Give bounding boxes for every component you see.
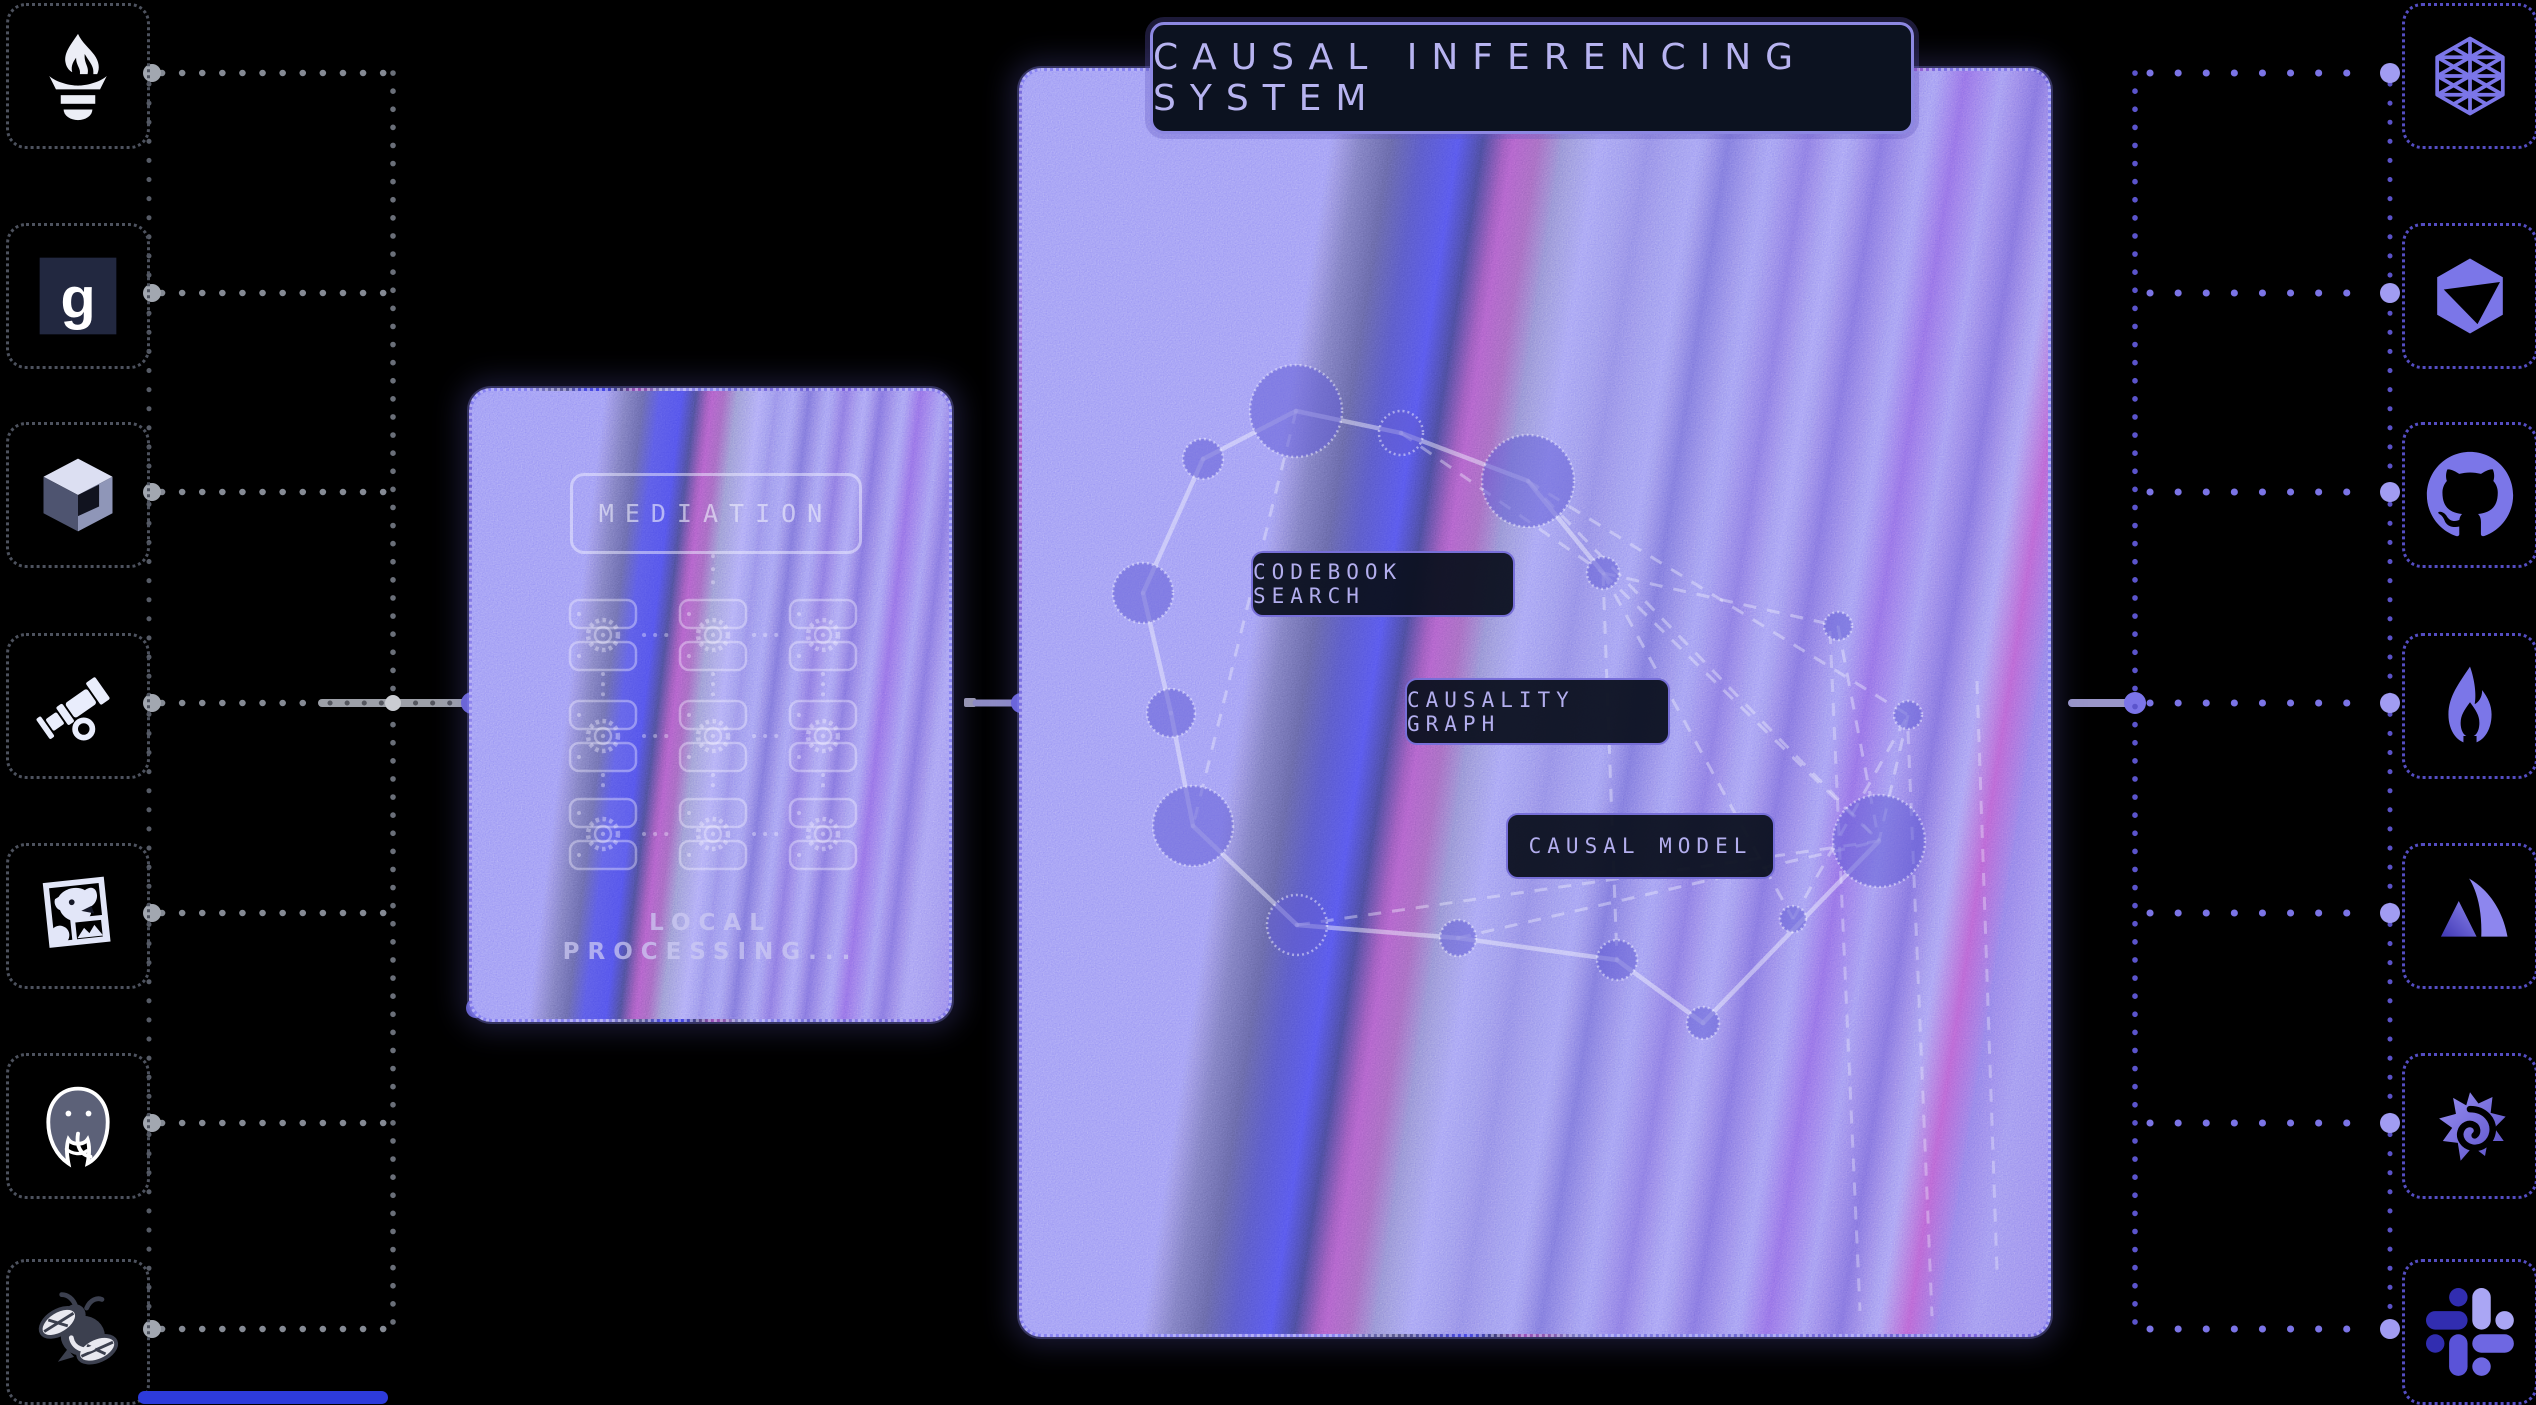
bee-icon [32,1286,124,1378]
atlassian-icon [2425,871,2515,961]
codebook-search-label: CODEBOOK SEARCH [1251,551,1515,617]
hex-mesh-icon [2425,31,2515,121]
letter-g-tile: g [6,223,150,369]
slack-tile [2402,1259,2536,1405]
causal-model-label: CAUSAL MODEL [1506,813,1775,879]
caption-line-2: PROCESSING... [562,939,859,965]
mediation-panel: MEDIATION LOCAL PROCESSING... [469,388,952,1022]
cube-prism-icon [2425,251,2515,341]
svg-text:g: g [60,267,95,331]
datadog-tile [6,843,150,989]
prometheus-torch-icon [32,30,124,122]
slack-icon [2426,1288,2514,1376]
mediation-label: MEDIATION [570,473,862,554]
mediation-label-text: MEDIATION [598,499,834,528]
atlassian-tile [2402,843,2536,989]
codebook-search-text: CODEBOOK SEARCH [1253,560,1403,608]
postgresql-elephant-tile [6,1053,150,1199]
cube-3d-icon [32,449,124,541]
bee-tile [6,1259,150,1405]
causal-system-panel: CODEBOOK SEARCH CAUSALITY GRAPH CAUSAL M… [1019,68,2051,1337]
cube-prism-tile [2402,223,2536,369]
local-processing-caption: LOCAL PROCESSING... [472,909,949,967]
datadog-icon [32,870,124,962]
flame-icon [2425,661,2515,751]
letter-g-icon: g [32,250,124,342]
system-title-text: CAUSAL INFERENCING SYSTEM [1153,37,1808,119]
hex-mesh-tile [2402,3,2536,149]
grafana-icon [2425,1081,2515,1171]
bottom-progress-bar [138,1391,388,1404]
cube-3d-tile [6,422,150,568]
prometheus-torch-tile [6,3,150,149]
system-title-box: CAUSAL INFERENCING SYSTEM [1150,22,1914,134]
telescope-icon [32,660,124,752]
github-icon [2425,450,2515,540]
causal-model-text: CAUSAL MODEL [1528,834,1753,858]
github-tile [2402,422,2536,568]
flame-tile [2402,633,2536,779]
telescope-tile [6,633,150,779]
causality-graph-text: CAUSALITY GRAPH [1407,687,1575,736]
grafana-tile [2402,1053,2536,1199]
postgresql-elephant-icon [32,1080,124,1172]
caption-line-1: LOCAL [649,910,772,936]
causality-graph-label: CAUSALITY GRAPH [1405,678,1670,745]
